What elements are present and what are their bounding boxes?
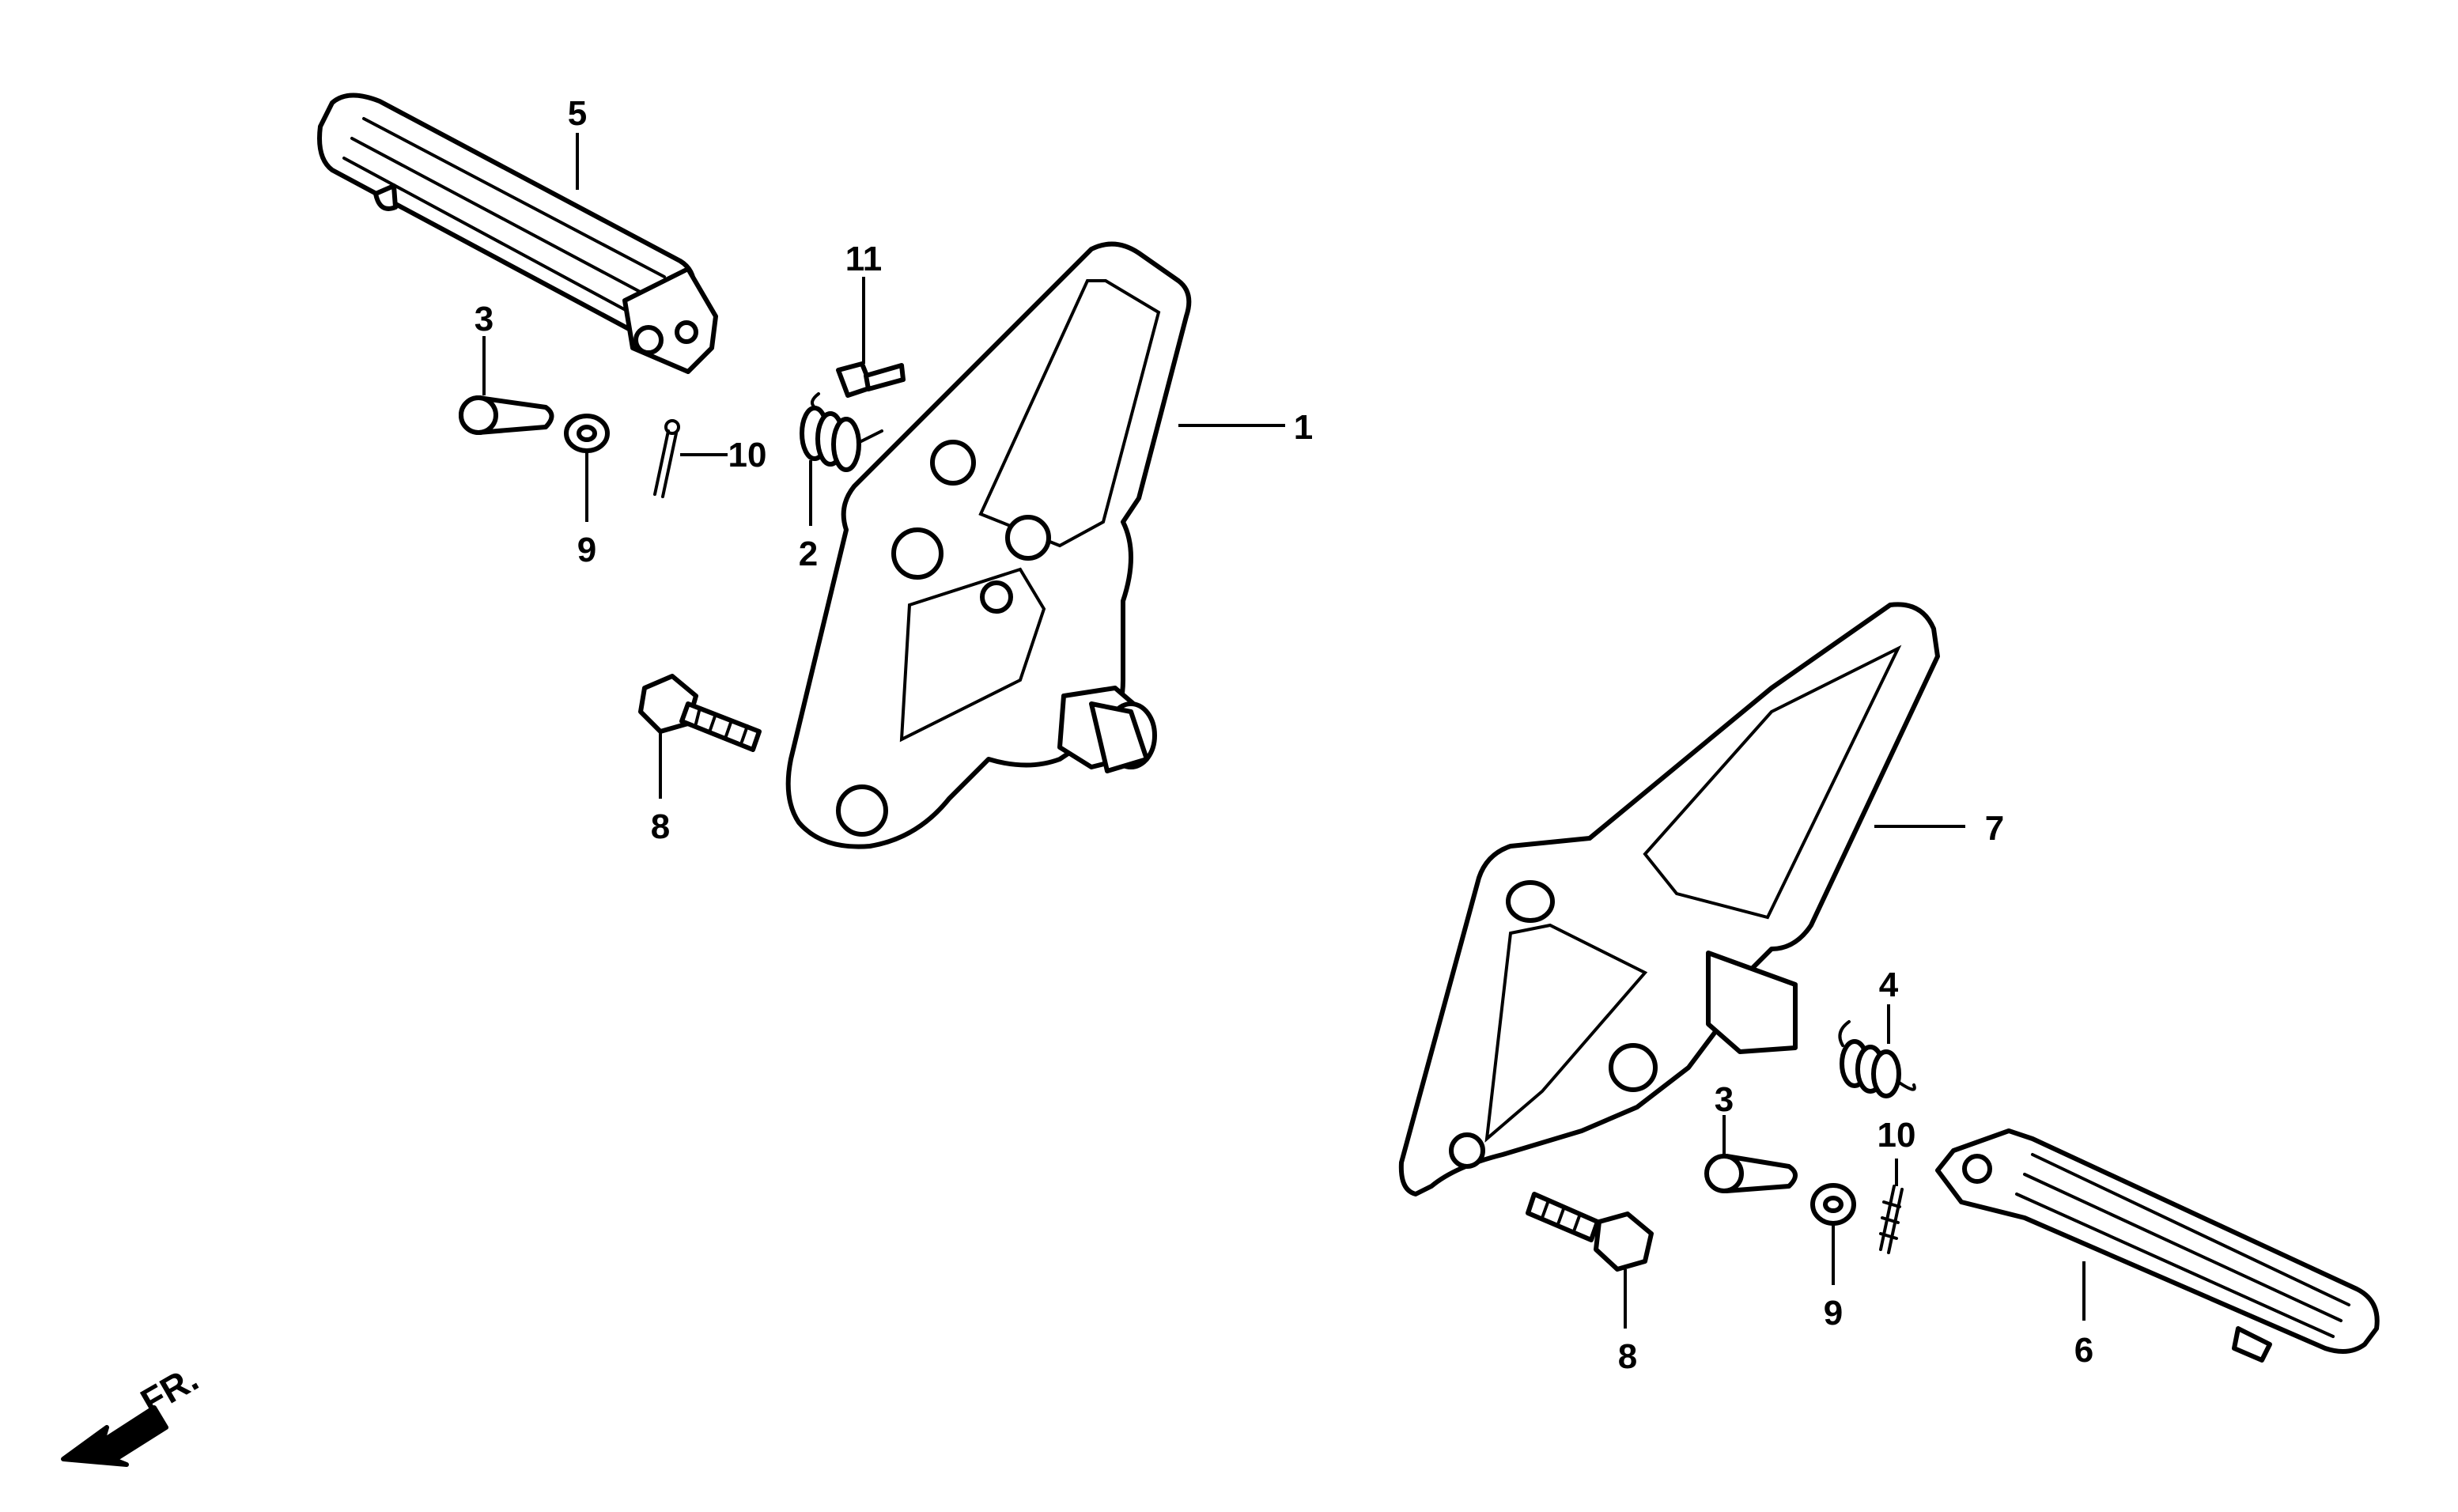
left-cotter-pin bbox=[653, 419, 680, 498]
callout-3-left: 3 bbox=[475, 300, 493, 338]
left-bolt bbox=[638, 674, 762, 752]
callout-2: 2 bbox=[799, 535, 818, 573]
left-pin bbox=[459, 395, 554, 435]
callout-8-right: 8 bbox=[1618, 1337, 1637, 1376]
right-cotter-pin bbox=[1879, 1185, 1904, 1254]
right-bracket bbox=[1398, 602, 1940, 1196]
callout-7: 7 bbox=[1985, 809, 2004, 848]
leader-lines bbox=[482, 133, 2086, 1329]
callout-11: 11 bbox=[845, 240, 883, 278]
left-footpeg bbox=[317, 93, 718, 374]
arrow-left-down-icon bbox=[61, 1405, 168, 1467]
left-washer bbox=[564, 414, 610, 453]
callout-3-right: 3 bbox=[1715, 1080, 1734, 1119]
callout-6: 6 bbox=[2074, 1331, 2093, 1370]
callout-8-left: 8 bbox=[651, 807, 670, 846]
callout-10-right: 10 bbox=[1878, 1116, 1916, 1155]
callout-1: 1 bbox=[1294, 408, 1313, 447]
callout-9-left: 9 bbox=[577, 531, 596, 569]
callout-9-right: 9 bbox=[1824, 1294, 1843, 1332]
front-direction-indicator: FR. bbox=[61, 1358, 205, 1467]
left-bracket bbox=[785, 241, 1192, 849]
small-bolt bbox=[836, 361, 906, 398]
callout-4: 4 bbox=[1879, 966, 1899, 1004]
right-footpeg bbox=[1935, 1128, 2380, 1363]
callout-10-left: 10 bbox=[728, 436, 767, 474]
left-spring bbox=[800, 392, 883, 472]
right-bolt bbox=[1526, 1192, 1654, 1272]
right-pin bbox=[1704, 1154, 1798, 1193]
callout-5: 5 bbox=[568, 94, 587, 133]
right-washer bbox=[1810, 1183, 1856, 1226]
right-spring bbox=[1838, 1020, 1916, 1098]
